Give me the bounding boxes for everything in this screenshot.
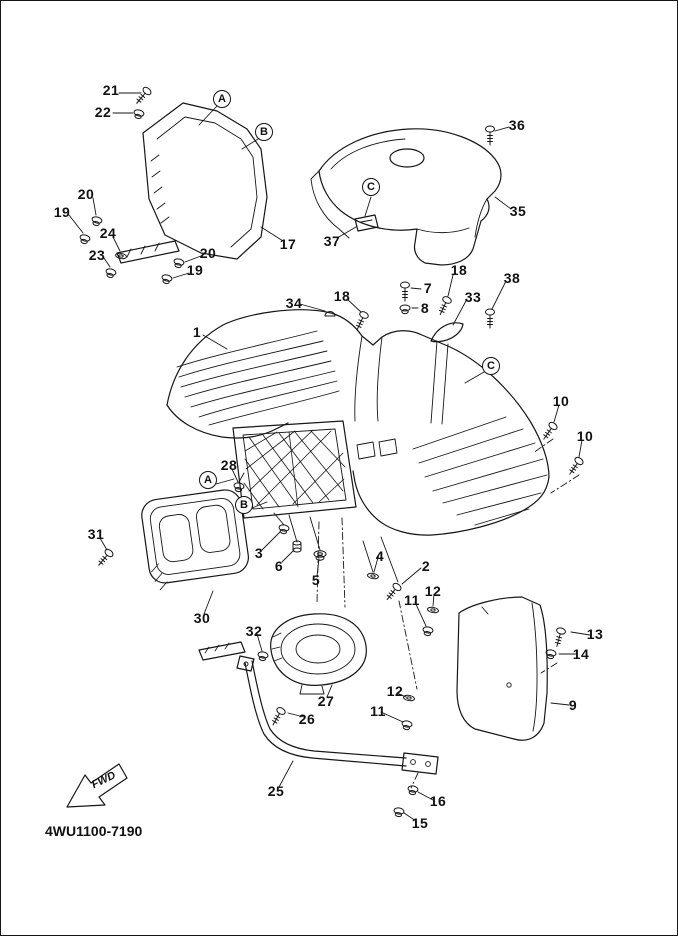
side-panel-9 bbox=[456, 596, 548, 741]
leader-lines bbox=[68, 92, 591, 822]
fwd-arrow: FWD bbox=[66, 763, 128, 808]
bezel-30 bbox=[141, 489, 249, 591]
hood-ribs bbox=[176, 330, 340, 426]
side-panel-17 bbox=[116, 102, 268, 264]
stay-rod-25 bbox=[198, 641, 439, 775]
tank-cover-35 bbox=[310, 128, 502, 266]
diagram-code: 4WU1100-7190 bbox=[45, 823, 143, 839]
front-fender-1 bbox=[166, 309, 550, 536]
clip-37 bbox=[354, 214, 379, 232]
right-fender-ribs bbox=[412, 416, 548, 526]
bracket-33 bbox=[430, 322, 464, 343]
alignment-lines bbox=[316, 438, 580, 789]
headlight-housing-27 bbox=[270, 613, 367, 695]
grille-insert bbox=[232, 420, 357, 519]
